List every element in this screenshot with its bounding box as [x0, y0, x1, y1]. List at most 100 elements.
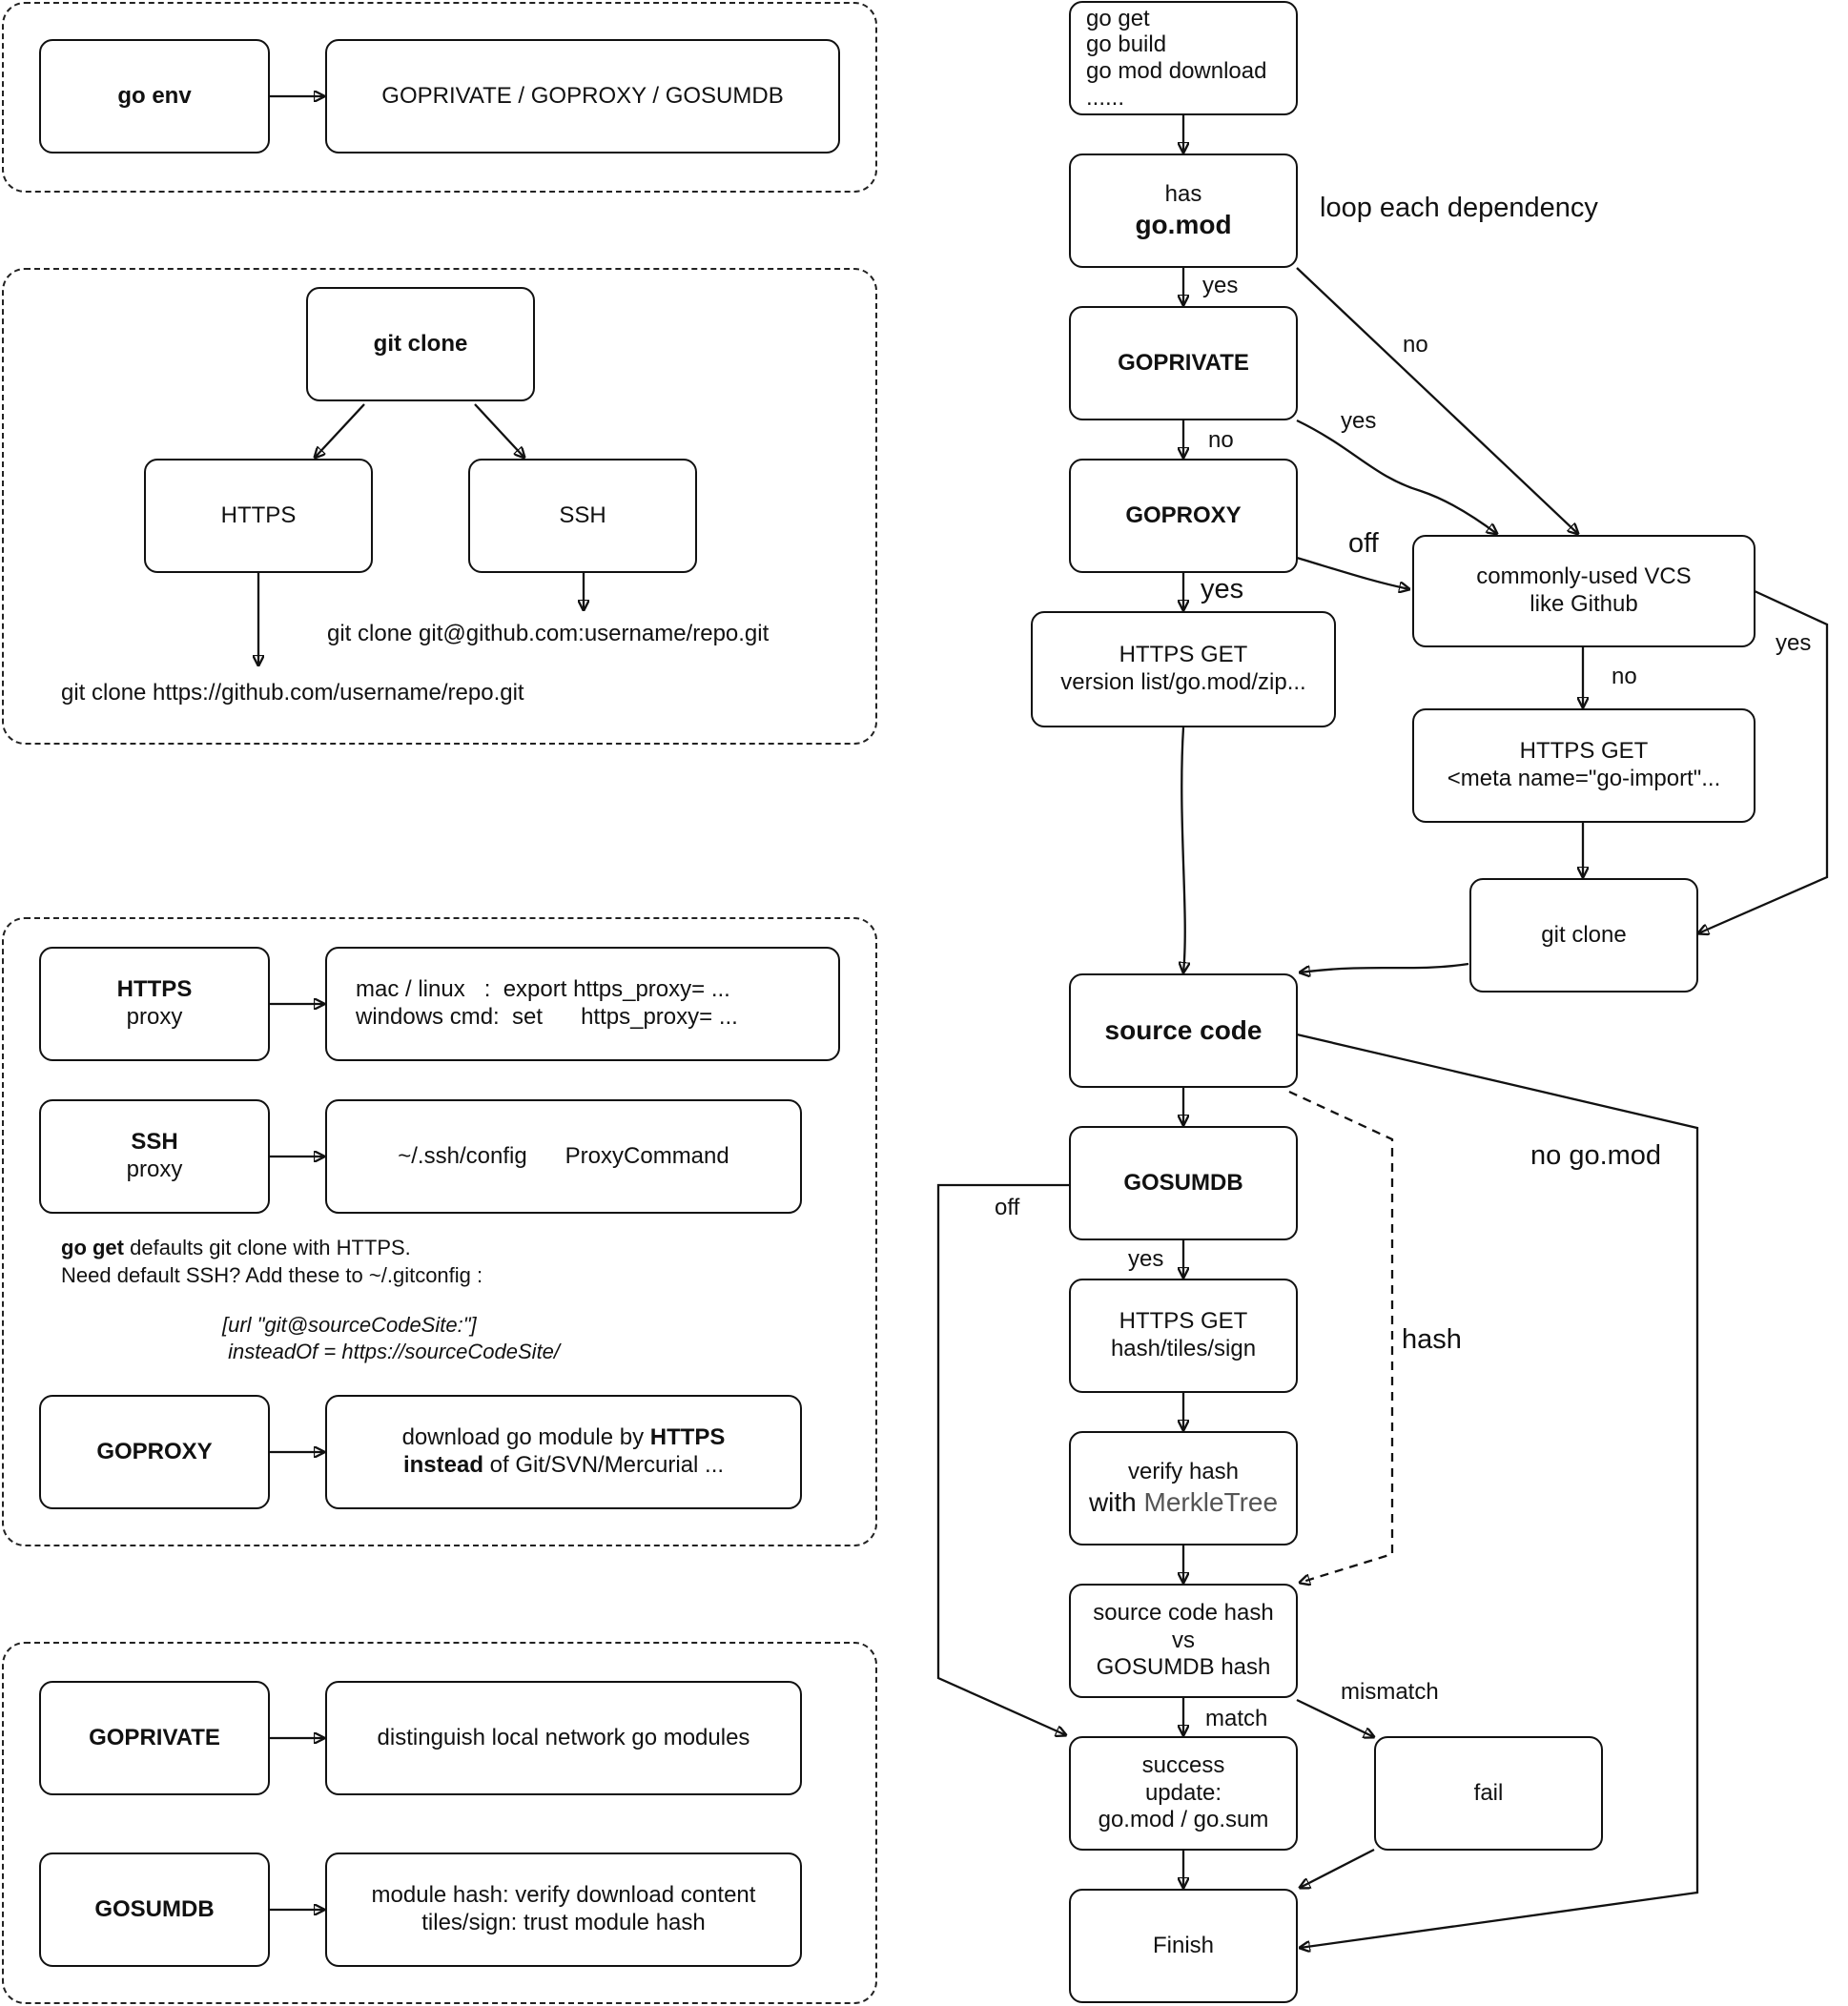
goproxy-desc-b: HTTPS	[649, 1424, 726, 1451]
meta-line1: HTTPS GET	[1519, 738, 1649, 765]
has-gomod-box: has go.mod	[1069, 154, 1298, 268]
proxy-get-line1: HTTPS GET	[1119, 642, 1248, 668]
ssh-clone-example: git clone git@github.com:username/repo.g…	[327, 621, 770, 646]
edge-label-no-vcs: no	[1612, 664, 1637, 689]
verify-line2: with MerkleTree	[1089, 1486, 1278, 1519]
goprivate-desc: distinguish local network go modules	[377, 1724, 750, 1750]
sumdb-https-get-box: HTTPS GET hash/tiles/sign	[1069, 1279, 1298, 1393]
arrow-proxyget-source	[1181, 727, 1184, 972]
group-proxy	[2, 917, 877, 1546]
compare-line3: GOSUMDB hash	[1096, 1654, 1271, 1681]
fail-label: fail	[1473, 1779, 1504, 1806]
go-get-note-line2: Need default SSH? Add these to ~/.gitcon…	[61, 1263, 483, 1287]
arrow-goprivate-vcs	[1296, 419, 1497, 534]
start-cmd-3: go mod download	[1086, 58, 1267, 84]
goproxy-check-box: GOPROXY	[1069, 459, 1298, 573]
https-proxy-windows: windows cmd: set https_proxy= ...	[356, 1004, 738, 1030]
ssh-proxy-box: SSH proxy	[39, 1099, 270, 1214]
ssh-label: SSH	[559, 502, 606, 528]
gosumdb-check-box: GOSUMDB	[1069, 1126, 1298, 1240]
arrow-gitclone-source	[1300, 962, 1469, 972]
go-get-note-rest: defaults git clone with HTTPS.	[124, 1236, 411, 1259]
https-clone-example: git clone https://github.com/username/re…	[61, 680, 524, 706]
goproxy-label: GOPROXY	[96, 1438, 213, 1464]
go-get-note-bold: go get	[61, 1236, 124, 1259]
source-code-label: source code	[1104, 1015, 1263, 1046]
ssh-box: SSH	[468, 459, 697, 573]
go-get-note: go get defaults git clone with HTTPS.	[61, 1236, 411, 1260]
start-cmd-2: go build	[1086, 31, 1167, 58]
goproxy-desc-a: download go module by	[401, 1424, 650, 1451]
meta-line2: <meta name="go-import"...	[1447, 766, 1721, 791]
arrow-gosumdb-success	[936, 1183, 1070, 1735]
ssh-proxy-config: ~/.ssh/config ProxyCommand	[398, 1142, 729, 1169]
vcs-line1: commonly-used VCS	[1476, 563, 1692, 590]
sumdb-get-line2: hash/tiles/sign	[1110, 1336, 1257, 1361]
start-cmd-1: go get	[1086, 5, 1150, 31]
git-clone-label: git clone	[373, 330, 468, 357]
edge-label-off-goproxy: off	[1348, 528, 1379, 559]
ssh-proxy-title: SSH	[131, 1129, 178, 1156]
group-go-env	[2, 2, 877, 193]
arrow-goproxy-vcs	[1296, 556, 1409, 589]
merkle-tree-label: MerkleTree	[1143, 1486, 1279, 1517]
edge-label-hash: hash	[1402, 1324, 1462, 1355]
hash-compare-box: source code hash vs GOSUMDB hash	[1069, 1584, 1298, 1698]
success-line1: success	[1141, 1751, 1225, 1778]
verify-with: with	[1088, 1486, 1144, 1517]
arrow-source-finish	[1296, 1033, 1699, 1948]
env-vars-box: GOPRIVATE / GOPROXY / GOSUMDB	[325, 39, 840, 154]
arrow-fail-finish	[1300, 1848, 1375, 1888]
group-git-clone	[2, 268, 877, 745]
gomod-label: go.mod	[1135, 209, 1232, 239]
edge-label-no-gomod-source: no go.mod	[1530, 1140, 1662, 1171]
gosumdb-desc-line1: module hash: verify download content	[371, 1882, 756, 1909]
goproxy-desc-c: instead	[402, 1452, 483, 1478]
success-line2: update:	[1144, 1779, 1222, 1806]
compare-line2: vs	[1172, 1627, 1195, 1653]
git-clone-box: git clone	[306, 287, 535, 401]
goproxy-check-label: GOPROXY	[1125, 502, 1242, 528]
goproxy-box: GOPROXY	[39, 1395, 270, 1509]
edge-label-yes-gosumdb: yes	[1128, 1246, 1164, 1272]
vcs-line2: like Github	[1530, 591, 1638, 617]
compare-line1: source code hash	[1093, 1599, 1274, 1626]
source-code-box: source code	[1069, 973, 1298, 1088]
loop-each-dependency: loop each dependency	[1320, 193, 1598, 223]
go-env-box: go env	[39, 39, 270, 154]
goproxy-desc-d: of Git/SVN/Mercurial ...	[483, 1452, 725, 1478]
edge-label-yes-goproxy: yes	[1201, 574, 1244, 604]
success-box: success update: go.mod / go.sum	[1069, 1736, 1298, 1851]
vcs-box: commonly-used VCS like Github	[1412, 535, 1756, 647]
goproxy-desc-line1: download go module by HTTPS	[402, 1424, 726, 1452]
arrow-vcs-gitclone	[1698, 589, 1829, 933]
edge-label-off-gosumdb: off	[995, 1195, 1020, 1220]
ssh-proxy-config-box: ~/.ssh/config ProxyCommand	[325, 1099, 802, 1214]
proxy-https-get-box: HTTPS GET version list/go.mod/zip...	[1031, 611, 1336, 727]
gosumdb-desc-box: module hash: verify download content til…	[325, 1852, 802, 1967]
finish-box: Finish	[1069, 1889, 1298, 2003]
goprivate-box: GOPRIVATE	[39, 1681, 270, 1795]
goprivate-desc-box: distinguish local network go modules	[325, 1681, 802, 1795]
gitconfig-line2: insteadOf = https://sourceCodeSite/	[222, 1340, 561, 1363]
arrow-gitclone-https	[315, 403, 365, 458]
gosumdb-desc-line2: tiles/sign: trust module hash	[421, 1910, 706, 1935]
goprivate-check-box: GOPRIVATE	[1069, 306, 1298, 420]
goproxy-desc-box: download go module by HTTPS instead of G…	[325, 1395, 802, 1509]
git-clone-flow-label: git clone	[1541, 921, 1627, 948]
https-label: HTTPS	[220, 502, 297, 528]
https-proxy-box: HTTPS proxy	[39, 947, 270, 1061]
goproxy-desc-line2: instead of Git/SVN/Mercurial ...	[403, 1452, 724, 1480]
success-line3: go.mod / go.sum	[1098, 1807, 1269, 1833]
ssh-proxy-sub: proxy	[126, 1157, 183, 1182]
https-box: HTTPS	[144, 459, 373, 573]
proxy-get-line2: version list/go.mod/zip...	[1060, 669, 1306, 695]
arrow-source-compare-hash	[1288, 1090, 1394, 1583]
fail-box: fail	[1374, 1736, 1603, 1851]
edge-label-no-gomod: no	[1403, 332, 1428, 358]
gitconfig-line1: [url "git@sourceCodeSite:"]	[222, 1313, 477, 1337]
edge-label-no-goprivate: no	[1208, 427, 1234, 453]
https-proxy-sub: proxy	[126, 1004, 183, 1030]
